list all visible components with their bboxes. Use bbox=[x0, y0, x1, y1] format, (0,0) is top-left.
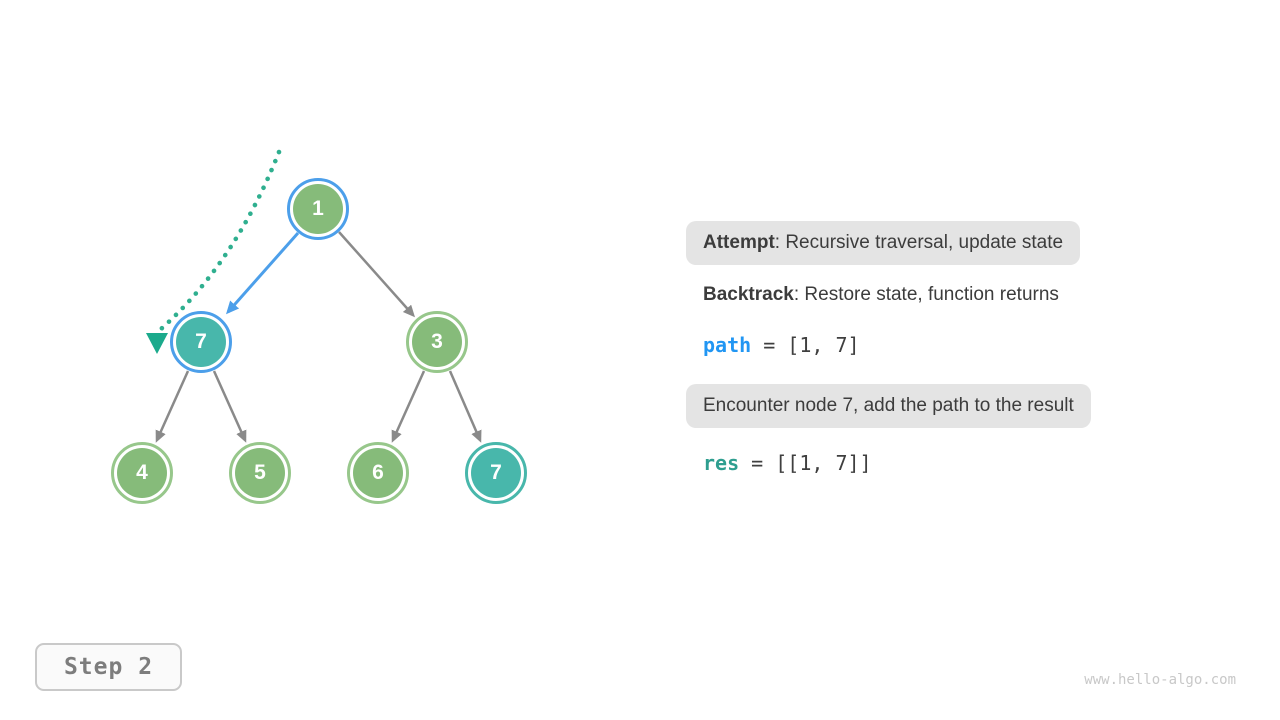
binary-tree-diagram: 1 7 3 4 5 6 bbox=[111, 149, 527, 504]
tree-node-3: 3 bbox=[406, 311, 468, 373]
tree-node-6-label: 6 bbox=[372, 461, 384, 484]
tree-node-5-circle: 5 bbox=[235, 448, 285, 498]
tree-node-5-label: 5 bbox=[254, 461, 266, 484]
encounter-text: Encounter node 7, add the path to the re… bbox=[703, 395, 1074, 416]
edge-1-7-attempt-arrow bbox=[226, 232, 300, 315]
step-indicator: Step 2 bbox=[35, 643, 182, 691]
backtrack-dotted-arrow bbox=[158, 149, 282, 332]
backtrack-label: Backtrack bbox=[703, 284, 794, 305]
res-code-line: res = [[1, 7]] bbox=[703, 451, 872, 475]
edge-3-7 bbox=[448, 370, 482, 443]
backtrack-note: Backtrack: Restore state, function retur… bbox=[703, 283, 1059, 307]
step-label: Step 2 bbox=[63, 654, 154, 680]
edge-7-5 bbox=[212, 370, 247, 443]
tree-node-3-circle: 3 bbox=[412, 317, 462, 367]
path-value: = [1, 7] bbox=[751, 333, 860, 357]
tree-node-7-left: 7 bbox=[170, 311, 232, 373]
edge-3-6 bbox=[391, 370, 426, 443]
tree-node-7-right-label: 7 bbox=[490, 461, 502, 484]
edge-1-3 bbox=[338, 231, 415, 318]
edge-7-4 bbox=[155, 370, 190, 443]
tree-node-1-label: 1 bbox=[312, 197, 324, 220]
path-variable: path bbox=[703, 333, 752, 357]
tree-node-7-right-circle: 7 bbox=[471, 448, 521, 498]
attempt-note: Attempt: Recursive traversal, update sta… bbox=[686, 221, 1081, 265]
backtrack-arrowhead-icon bbox=[146, 333, 168, 354]
tree-node-7-left-circle: 7 bbox=[176, 317, 226, 367]
attempt-text: : Recursive traversal, update state bbox=[774, 232, 1064, 253]
tree-node-7-left-label: 7 bbox=[195, 330, 207, 353]
tree-node-4: 4 bbox=[111, 442, 173, 504]
tree-node-6: 6 bbox=[347, 442, 409, 504]
res-variable: res bbox=[703, 451, 740, 475]
tree-node-1: 1 bbox=[287, 178, 349, 240]
tree-node-5: 5 bbox=[229, 442, 291, 504]
path-code-line: path = [1, 7] bbox=[703, 333, 860, 357]
tree-edges bbox=[146, 149, 482, 443]
res-value: = [[1, 7]] bbox=[739, 451, 872, 475]
tree-node-6-circle: 6 bbox=[353, 448, 403, 498]
attempt-label: Attempt bbox=[703, 232, 775, 253]
tree-node-1-circle: 1 bbox=[293, 184, 343, 234]
tree-node-3-label: 3 bbox=[431, 330, 443, 353]
encounter-note: Encounter node 7, add the path to the re… bbox=[686, 384, 1091, 428]
tree-node-7-right: 7 bbox=[465, 442, 527, 504]
tree-node-4-label: 4 bbox=[136, 461, 148, 484]
backtrack-text: : Restore state, function returns bbox=[793, 284, 1059, 305]
tree-node-4-circle: 4 bbox=[117, 448, 167, 498]
watermark: www.hello-algo.com bbox=[1084, 672, 1236, 688]
